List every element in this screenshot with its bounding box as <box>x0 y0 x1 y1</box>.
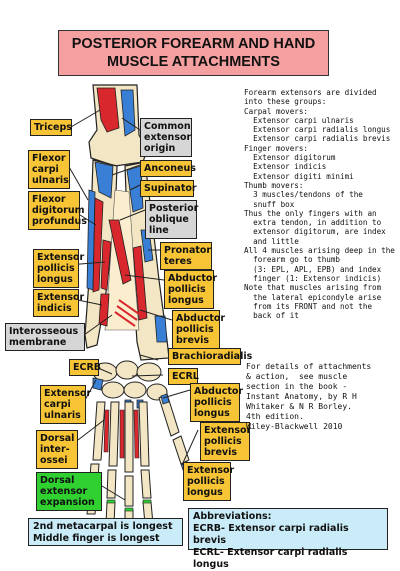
notes-line: finger (1: Extensor indicis) <box>244 273 382 283</box>
label-posterior-oblique-line: Posterior oblique line <box>145 200 198 239</box>
brachioradialis-attachment <box>154 315 168 343</box>
notes-line: Carpal movers: <box>244 106 309 116</box>
extensor-pollicis-longus-attachment <box>100 239 112 291</box>
notes-line: forearm go to thumb <box>244 255 341 265</box>
label-extensor-indicis: Extensor indicis <box>33 289 84 317</box>
title-line-2: MUSCLE ATTACHMENTS <box>107 54 280 70</box>
notes-line: Extensor carpi radialis brevis <box>244 134 391 144</box>
notes-line: snuff box <box>244 199 295 209</box>
label-extensor-pollicis-longus-hand: Extensor pollicis longus <box>183 462 234 501</box>
carpal-bones <box>92 360 168 401</box>
reference-line: For details of attachments <box>246 362 372 371</box>
label-flexor-digitorum-profundus: Flexor digitorum profundus <box>28 191 87 230</box>
label-dorsal-interossei: Dorsal inter-ossei <box>36 430 78 469</box>
notes-line: All 4 muscles arising deep in the <box>244 246 395 256</box>
label-pronator-teres: Pronator teres <box>160 242 212 270</box>
notes-line: 3 muscles/tendons of the <box>244 190 363 200</box>
abbreviations-heading: Abbreviations: <box>193 511 272 522</box>
reference-line: & action, see muscle <box>246 372 348 381</box>
anconeus-attachment <box>94 161 114 199</box>
label-ecrl: ECRL <box>168 368 199 385</box>
reference-line: Instant Anatomy, by R H <box>246 392 357 401</box>
notes-line: Extensor indicis <box>244 162 327 172</box>
notes-line: from its FRONT and not the <box>244 301 373 311</box>
reference-line: section in the book - <box>246 382 348 391</box>
label-triceps: Triceps <box>30 119 72 136</box>
label-brachioradialis: Brachioradialis <box>168 348 252 365</box>
notes-line: Forearm extensors are divided <box>244 88 377 97</box>
notes-line: extensor digitorum, are index <box>244 227 386 237</box>
notes-line: back of it <box>244 311 299 321</box>
ecu-attachment <box>92 377 104 391</box>
notes-line: into these groups: <box>244 97 327 107</box>
page-title: POSTERIOR FOREARM AND HAND MUSCLE ATTACH… <box>58 30 329 76</box>
label-common-extensor-origin: Common extensor origin <box>140 118 192 157</box>
notes-line: Extensor digiti minimi <box>244 171 354 181</box>
label-anconeus: Anconeus <box>140 160 196 177</box>
label-extensor-carpi-ulnaris: Extensor carpi ulnaris <box>40 385 91 424</box>
hand-bones <box>86 393 198 530</box>
extensor-indicis-attachment <box>98 293 110 327</box>
reference-line: Wiley-Blackwell 2010 <box>246 422 343 431</box>
reference-line: Whitaker & N R Borley. <box>246 402 352 411</box>
notes-line: (3: EPL, APL, EPB) and index <box>244 264 382 274</box>
notes-line: Note that muscles arising from <box>244 283 382 293</box>
notes-line: Thumb movers: <box>244 180 304 190</box>
notes-line: Thus the only fingers with an <box>244 208 377 218</box>
label-supinator: Supinator <box>140 180 197 197</box>
abbreviation-ecrl: ECRL- Extensor carpi radialis longus <box>193 547 348 570</box>
label-abductor-pollicis-brevis: Abductor pollicis brevis <box>172 310 225 349</box>
label-extensor-pollicis-longus: Extensor pollicis longus <box>33 249 84 288</box>
fact-middle-finger: Middle finger is longest <box>33 533 160 544</box>
notes-line: Extensor carpi radialis longus <box>244 125 391 135</box>
notes-line: and little <box>244 236 299 246</box>
notes-line: Extensor carpi ulnaris <box>244 115 354 125</box>
label-dorsal-extensor-expansion: Dorsal extensor expansion <box>36 472 102 511</box>
label-abductor-pollicis-longus-hand: Abductor pollicis longus <box>190 383 243 422</box>
notes-line: the lateral epicondyle arise <box>244 292 382 302</box>
title-line-1: POSTERIOR FOREARM AND HAND <box>71 36 316 52</box>
triceps-attachment <box>96 87 120 133</box>
fact-metacarpal: 2nd metacarpal is longest <box>33 521 173 532</box>
notes-line: Extensor digitorum <box>244 153 336 163</box>
label-extensor-pollicis-brevis: Extensor pollicis brevis <box>200 422 251 461</box>
label-ecrb: ECRB <box>69 359 101 376</box>
flexor-stripes <box>114 299 140 327</box>
abbreviation-ecrb: ECRB- Extensor carpi radialis brevis <box>193 523 349 546</box>
label-abductor-pollicis-longus: Abductor pollicis longus <box>164 270 217 309</box>
dorsal-interossei-attachments <box>103 409 140 459</box>
notes-line: extra tendon, in addition to <box>244 218 382 228</box>
abbreviations-box: Abbreviations: ECRB- Extensor carpi radi… <box>188 508 388 570</box>
label-flexor-carpi-ulnaris: Flexor carpi ulnaris <box>28 150 70 189</box>
notes-line: Finger movers: <box>244 143 309 153</box>
label-interosseous-membrane: Interosseous membrane <box>5 323 85 351</box>
reference-line: 4th edition. <box>246 412 304 421</box>
facts-box: 2nd metacarpal is longest Middle finger … <box>28 518 183 546</box>
reference-text: For details of attachments& action, see … <box>246 362 396 432</box>
